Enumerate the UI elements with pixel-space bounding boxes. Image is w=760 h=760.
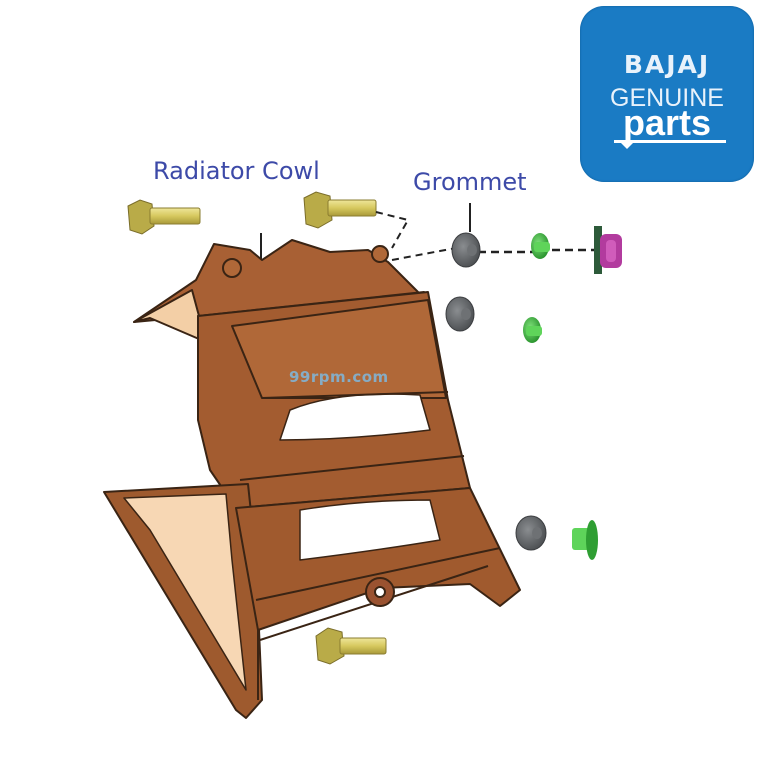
- radiator-cowl: [103, 239, 521, 719]
- bolt-top-left: [127, 199, 201, 235]
- grommet-3: [515, 515, 547, 551]
- clip: [594, 226, 622, 274]
- logo-line3: parts: [622, 102, 712, 143]
- logo-arrow-icon: [620, 142, 634, 149]
- logo-underline: [614, 140, 726, 143]
- label-radiator-cowl: Radiator Cowl: [153, 157, 320, 185]
- collar-2: [523, 317, 542, 343]
- grommet-1: [451, 232, 481, 268]
- dashed-grommet-line: [391, 247, 457, 261]
- collar-1: [531, 233, 550, 259]
- dashed-bolt-line: [375, 211, 410, 249]
- collar-3: [572, 520, 598, 560]
- bolt-top-middle: [303, 191, 377, 229]
- logo-brand: BAJAJ: [623, 50, 711, 79]
- logo-line2: GENUINE: [610, 84, 724, 112]
- bajaj-genuine-parts-logo: BAJAJ GENUINE parts: [580, 6, 754, 182]
- grommet-2: [445, 296, 475, 332]
- watermark: 99rpm.com: [289, 368, 389, 386]
- label-grommet: Grommet: [413, 168, 527, 196]
- bolt-bottom: [315, 627, 387, 665]
